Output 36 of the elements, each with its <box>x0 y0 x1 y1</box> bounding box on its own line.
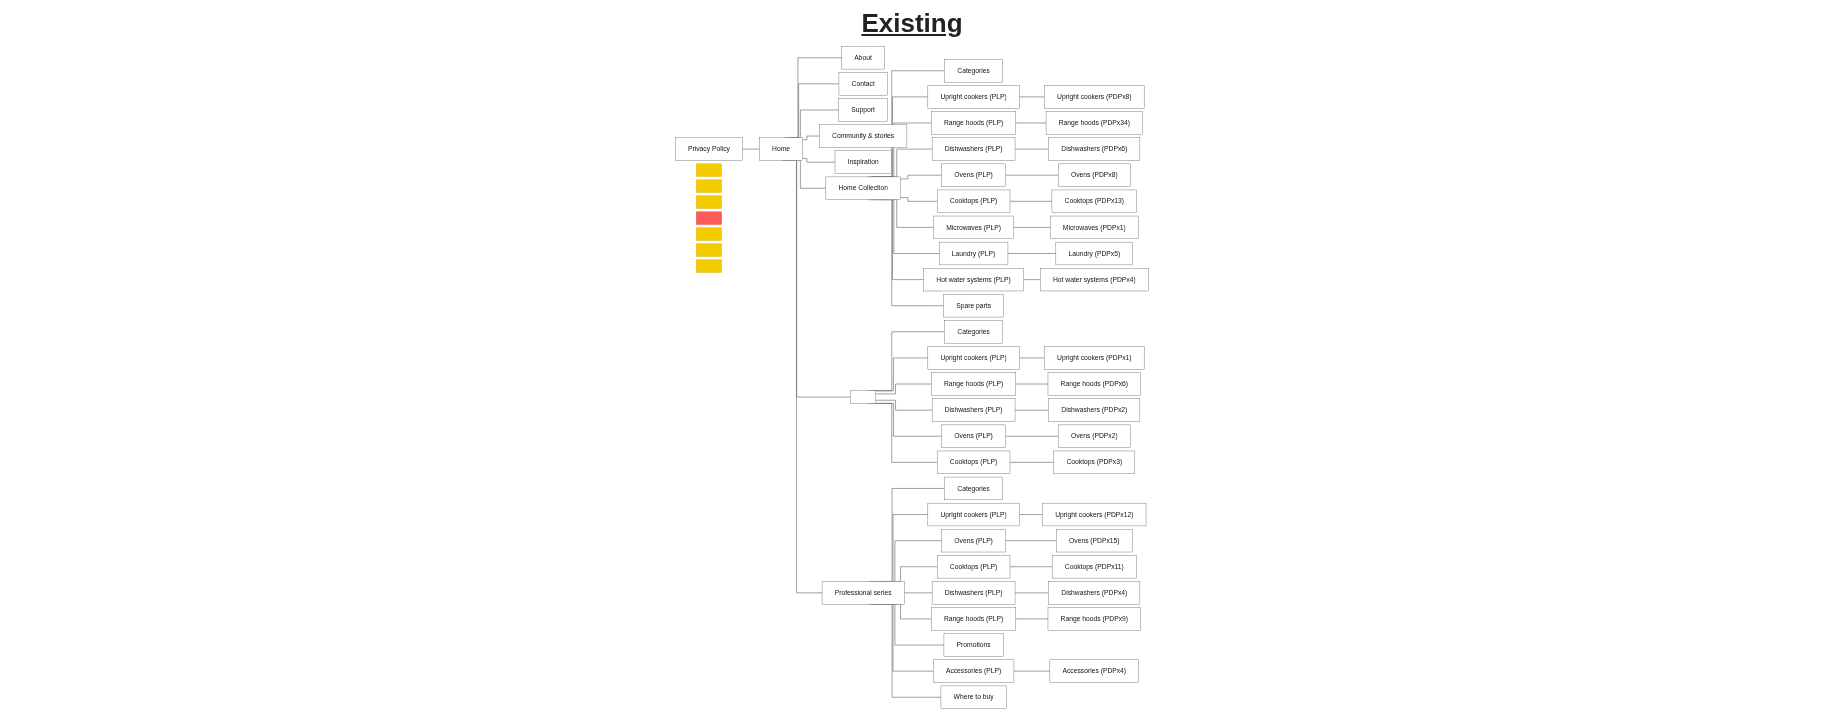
node-box <box>696 195 722 209</box>
connector <box>802 135 820 141</box>
connector <box>875 399 933 411</box>
connector <box>1009 462 1055 463</box>
connector <box>1015 383 1049 385</box>
connector <box>875 383 932 395</box>
connector <box>1009 566 1053 568</box>
connector <box>1009 201 1053 202</box>
connector <box>1005 435 1059 437</box>
connector <box>1014 148 1050 150</box>
connector <box>1007 253 1057 254</box>
node-box <box>696 243 722 257</box>
connector <box>1019 357 1045 359</box>
connector <box>1014 409 1050 411</box>
node-box <box>696 259 722 273</box>
connector <box>1005 174 1059 176</box>
connector <box>802 158 836 163</box>
node-box <box>696 211 722 225</box>
connector <box>904 592 933 594</box>
node-box <box>696 227 722 241</box>
connector <box>900 174 943 180</box>
node-box <box>696 163 722 177</box>
connector <box>1013 227 1051 228</box>
connector <box>1005 540 1057 541</box>
connector <box>1015 618 1049 620</box>
node-box <box>696 179 722 193</box>
connector <box>1019 514 1044 515</box>
connector <box>1023 279 1041 280</box>
node-box <box>850 390 877 404</box>
connector <box>1015 122 1047 124</box>
connector <box>900 197 938 202</box>
connector <box>1013 670 1051 672</box>
page-title: Existing <box>861 8 963 39</box>
connector <box>1014 592 1050 594</box>
connector <box>1019 96 1045 98</box>
connector <box>742 148 760 150</box>
